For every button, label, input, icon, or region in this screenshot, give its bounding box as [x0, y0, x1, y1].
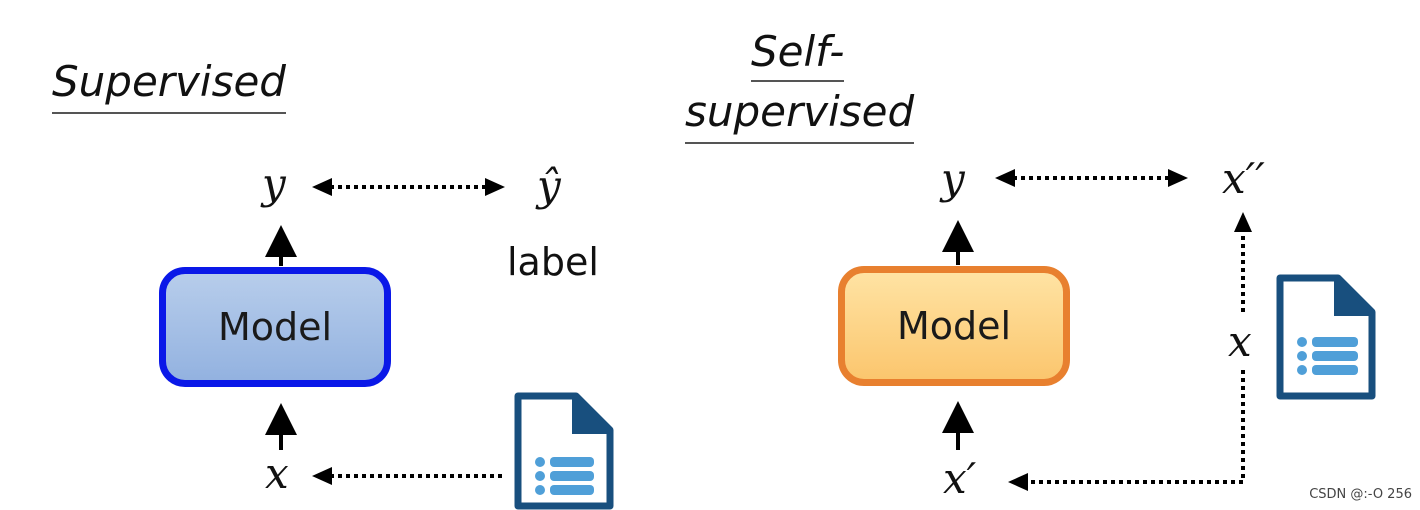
supervised-target-yhat: ŷ: [537, 161, 561, 210]
self-output-y: y: [941, 154, 965, 203]
label-caption: label: [507, 240, 599, 284]
self-supervised-title-line2: supervised: [685, 88, 915, 144]
self-input-x-prime: x′: [943, 454, 977, 503]
self-supervised-title-line1: Self-: [751, 28, 845, 82]
supervised-output-y: y: [262, 159, 286, 208]
supervised-model-box: Model: [159, 267, 391, 387]
watermark: CSDN @:-O 256: [1309, 487, 1412, 502]
self-target-x-double-prime: x′′: [1222, 154, 1265, 203]
supervised-input-x: x: [265, 449, 289, 498]
self-source-x: x: [1228, 317, 1252, 366]
document-icon: [514, 392, 614, 510]
document-icon: [1276, 274, 1376, 400]
self-model-box: Model: [838, 266, 1070, 386]
self-dotted-arrow-x-to-xprime: [1030, 370, 1245, 484]
supervised-title: Supervised: [52, 58, 286, 114]
